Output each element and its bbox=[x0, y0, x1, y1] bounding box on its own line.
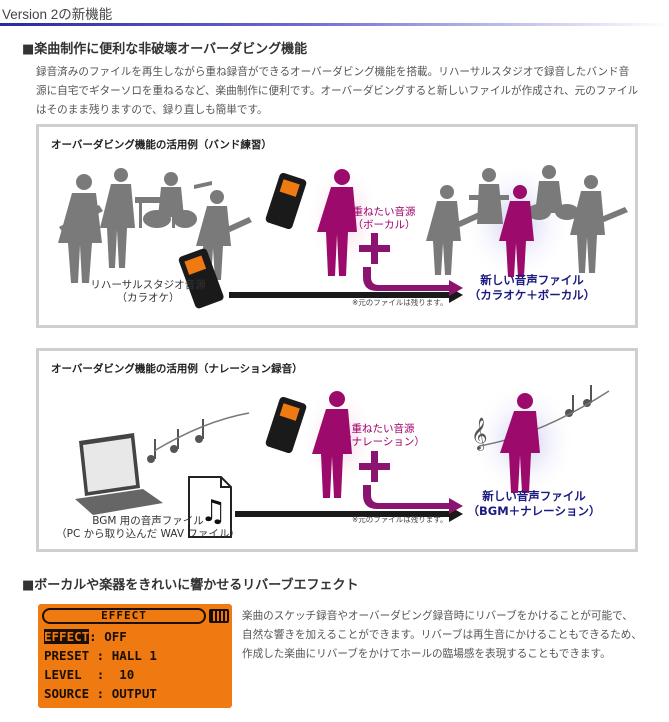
lcd-row-source: SOURCE : OUTPUT bbox=[44, 686, 157, 701]
original-file-note: ※元のファイルは残ります。 bbox=[352, 515, 448, 524]
band-practice-illustration bbox=[58, 162, 628, 309]
lcd-row-effect: EFFECT: OFF bbox=[44, 629, 127, 644]
arrow-right-icon bbox=[363, 267, 463, 296]
audio-file-icon: ♫ bbox=[188, 476, 232, 538]
section-title-reverb: ■ボーカルや楽器をきれいに響かせるリバーブエフェクト bbox=[22, 578, 359, 593]
lcd-row-preset: PRESET : HALL 1 bbox=[44, 648, 157, 663]
svg-text:𝄞: 𝄞 bbox=[471, 417, 488, 451]
recorder-device-icon bbox=[265, 396, 307, 454]
vocalist-silhouette-icon bbox=[499, 185, 534, 277]
svg-text:♫: ♫ bbox=[200, 494, 227, 529]
arrow-right-icon bbox=[363, 485, 463, 514]
narrator-silhouette-icon bbox=[312, 391, 352, 498]
music-notes-icon: 𝄞 bbox=[471, 385, 610, 451]
arrow-right-icon bbox=[235, 506, 463, 522]
example-band-practice: オーバーダビング機能の活用例（バンド練習） bbox=[36, 124, 638, 328]
example-title: オーバーダビング機能の活用例（ナレーション録音） bbox=[51, 363, 303, 375]
recorder-device-icon bbox=[178, 248, 224, 309]
description-line: 作成した楽曲にリバーブをかけてホールの臨場感を表現することもできます。 bbox=[242, 648, 611, 660]
header-rule bbox=[0, 23, 669, 26]
section-description-reverb: 楽曲のスケッチ録音やオーバーダビング録音時にリバーブをかけることが可能で、 自然… bbox=[242, 607, 667, 664]
overdub-label: 重ねたい音源 （ボーカル） bbox=[352, 206, 416, 231]
result-label: 新しい音声ファイル （カラオケ＋ボーカル） bbox=[468, 273, 596, 302]
section-title-overdub: ■楽曲制作に便利な非破壊オーバーダビング機能 bbox=[22, 42, 308, 57]
example-narration: オーバーダビング機能の活用例（ナレーション録音） ♫ bbox=[36, 348, 638, 552]
band-silhouette-icon bbox=[426, 165, 628, 275]
source-label: BGM 用の音声ファイル （PC から取り込んだ WAV ファイル） bbox=[56, 515, 240, 540]
arrow-right-icon bbox=[229, 287, 463, 303]
description-line: 楽曲のスケッチ録音やオーバーダビング録音時にリバーブをかけることが可能で、 bbox=[242, 610, 633, 622]
battery-icon bbox=[209, 609, 229, 623]
plus-icon bbox=[359, 233, 390, 264]
laptop-icon bbox=[75, 433, 163, 515]
page-title: Version 2の新機能 bbox=[2, 7, 113, 22]
original-file-note: ※元のファイルは残ります。 bbox=[352, 298, 448, 307]
narration-illustration: ♫ 𝄞 bbox=[75, 383, 610, 538]
recorder-device-icon bbox=[265, 172, 307, 230]
lcd-title: EFFECT bbox=[42, 608, 206, 624]
description-line: 自然な響きを加えることができます。リバーブは再生音にかけることもできるため、 bbox=[242, 629, 642, 641]
lcd-effect-screen: EFFECT EFFECT: OFF PRESET : HALL 1 LEVEL… bbox=[38, 604, 232, 708]
section-description-overdub: 録音済みのファイルを再生しながら重ね録音ができるオーバーダビング機能を搭載。リハ… bbox=[36, 63, 666, 120]
music-notes-icon bbox=[147, 412, 250, 463]
description-line: 源に自宅でギターソロを重ねるなど、楽曲制作に便利です。オーバーダビングすると新し… bbox=[36, 85, 639, 97]
description-line: 録音済みのファイルを再生しながら重ね録音ができるオーバーダビング機能を搭載。リハ… bbox=[36, 66, 630, 78]
lcd-row-level: LEVEL : 10 bbox=[44, 667, 135, 682]
plus-icon bbox=[359, 451, 390, 482]
narrator-silhouette-icon bbox=[500, 393, 540, 493]
page-header: Version 2の新機能 bbox=[0, 0, 669, 26]
description-line: はそのまま残りますので、録り直しも簡単です。 bbox=[36, 104, 268, 116]
example-title: オーバーダビング機能の活用例（バンド練習） bbox=[51, 139, 272, 151]
band-silhouette-icon bbox=[58, 168, 252, 283]
overdub-label: 重ねたい音源 （ナレーション） bbox=[341, 423, 425, 448]
source-label: リハーサルスタジオ音源 （カラオケ） bbox=[90, 279, 206, 304]
vocalist-silhouette-icon bbox=[317, 169, 357, 276]
result-label: 新しい音声ファイル （BGM＋ナレーション） bbox=[467, 489, 601, 518]
